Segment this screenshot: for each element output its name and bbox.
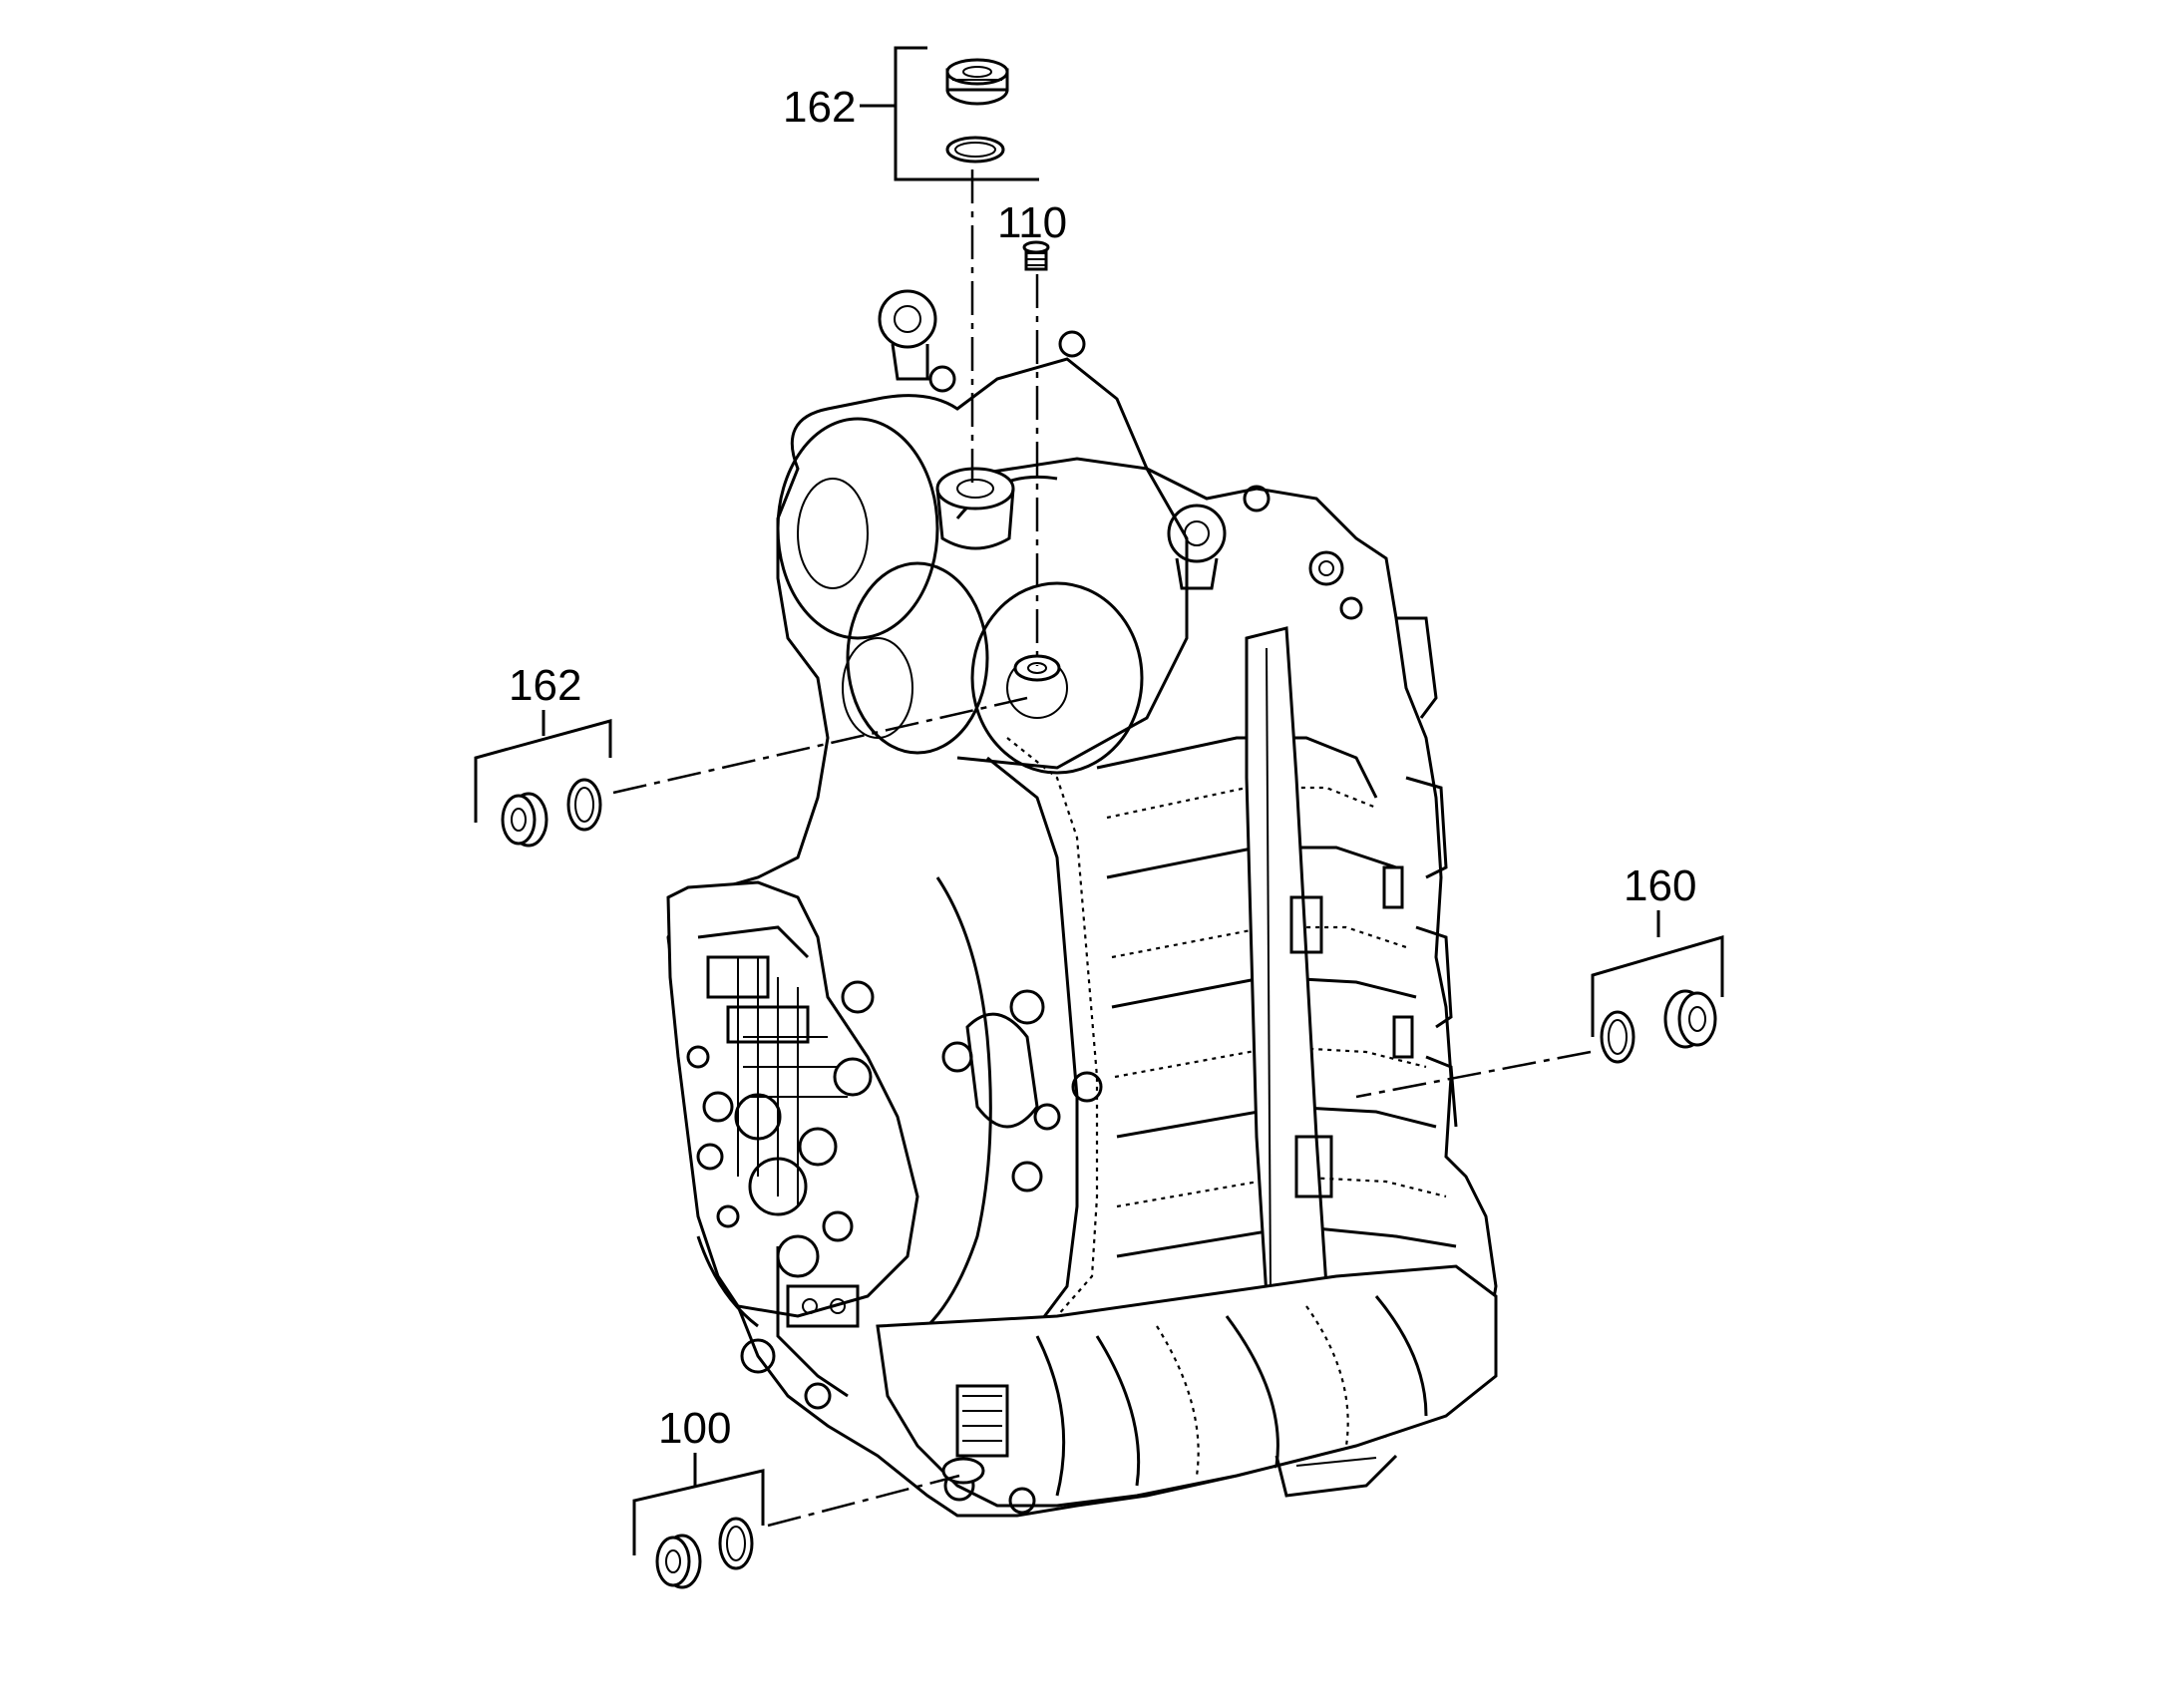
leader-left-162 bbox=[612, 696, 1028, 795]
callout-label: 100 bbox=[658, 1404, 731, 1453]
o-ring-icon bbox=[1600, 1010, 1635, 1064]
callout-left-162[interactable]: 162 bbox=[474, 661, 612, 848]
o-ring-icon bbox=[945, 136, 1005, 164]
callout-110[interactable]: 110 bbox=[997, 198, 1067, 271]
callout-label: 162 bbox=[783, 83, 856, 132]
leader-lines bbox=[612, 170, 1592, 1528]
screw-plug-icon bbox=[945, 58, 1009, 106]
o-ring-icon bbox=[718, 1517, 754, 1570]
screw-icon bbox=[1022, 240, 1050, 271]
callout-label: 160 bbox=[1624, 861, 1696, 910]
leader-100 bbox=[767, 1474, 960, 1528]
callout-160[interactable]: 160 bbox=[1591, 861, 1724, 1064]
bracket-top-162 bbox=[894, 46, 1039, 181]
screw-plug-icon bbox=[501, 792, 548, 848]
bracket-160 bbox=[1591, 934, 1724, 1037]
leader-160 bbox=[1355, 1050, 1592, 1099]
callout-label: 162 bbox=[509, 661, 581, 710]
callout-100[interactable]: 100 bbox=[632, 1404, 765, 1589]
bracket-100 bbox=[632, 1469, 765, 1555]
screw-plug-icon bbox=[655, 1534, 702, 1589]
transmission-housing bbox=[666, 289, 1498, 1518]
o-ring-icon bbox=[566, 778, 602, 832]
callout-label: 110 bbox=[997, 198, 1067, 247]
screw-plug-icon bbox=[1663, 989, 1717, 1049]
callout-top-162[interactable]: 162 bbox=[783, 46, 1039, 181]
bracket-left-162 bbox=[474, 719, 612, 823]
